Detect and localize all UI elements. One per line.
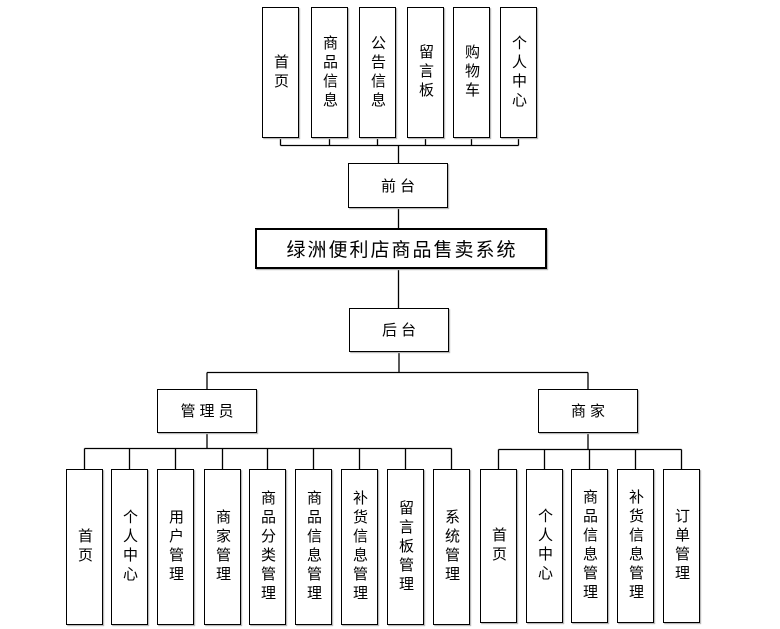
node-admin: 管理员 bbox=[157, 389, 257, 433]
node-root-system: 绿洲便利店商品售卖系统 bbox=[255, 228, 547, 269]
node-merchant-restock-info-mgmt: 补货信息管理 bbox=[617, 469, 654, 623]
node-merchant: 商家 bbox=[538, 389, 638, 433]
front-modules-connector bbox=[279, 138, 520, 163]
node-admin-product-category-mgmt: 商品分类管理 bbox=[249, 469, 286, 625]
node-admin-restock-info-mgmt: 补货信息管理 bbox=[341, 469, 378, 625]
node-merchant-order-mgmt: 订单管理 bbox=[663, 469, 700, 623]
merchant-modules-connector bbox=[497, 433, 683, 469]
node-label: 个人中心 bbox=[510, 34, 528, 111]
node-label: 留言板 bbox=[417, 44, 435, 101]
node-front-product-info: 商品信息 bbox=[311, 7, 348, 138]
node-merchant-product-info-mgmt: 商品信息管理 bbox=[571, 469, 608, 623]
node-label: 补货信息管理 bbox=[351, 490, 369, 604]
node-label: 补货信息管理 bbox=[627, 489, 645, 603]
node-label: 首页 bbox=[490, 527, 508, 565]
node-label: 前台 bbox=[380, 176, 419, 195]
node-admin-user-mgmt: 用户管理 bbox=[157, 469, 194, 625]
system-title: 绿洲便利店商品售卖系统 bbox=[286, 239, 518, 261]
node-label: 个人中心 bbox=[536, 508, 554, 584]
node-label: 商家管理 bbox=[214, 509, 232, 585]
node-label: 系统管理 bbox=[443, 509, 461, 585]
node-admin-personal-center: 个人中心 bbox=[111, 469, 148, 625]
node-front-home: 首页 bbox=[262, 7, 299, 138]
node-merchant-home: 首页 bbox=[480, 469, 517, 623]
node-label: 公告信息 bbox=[369, 34, 387, 111]
node-front-personal-center: 个人中心 bbox=[500, 7, 537, 138]
node-label: 商品信息 bbox=[321, 34, 339, 111]
node-label: 商品信息管理 bbox=[305, 490, 323, 604]
node-admin-message-board-mgmt: 留言板管理 bbox=[387, 469, 424, 625]
node-admin-home: 首页 bbox=[66, 469, 103, 625]
node-admin-merchant-mgmt: 商家管理 bbox=[204, 469, 241, 625]
node-label: 个人中心 bbox=[121, 509, 139, 585]
node-label: 首页 bbox=[76, 528, 94, 566]
node-label: 首页 bbox=[272, 53, 290, 92]
node-front-shopping-cart: 购物车 bbox=[453, 7, 490, 138]
node-label: 后台 bbox=[381, 321, 420, 339]
node-label: 购物车 bbox=[463, 44, 481, 101]
node-label: 管理员 bbox=[180, 402, 238, 420]
node-back: 后台 bbox=[349, 308, 449, 352]
node-front-announcement-info: 公告信息 bbox=[359, 7, 396, 138]
node-front-message-board: 留言板 bbox=[407, 7, 444, 138]
node-label: 商品分类管理 bbox=[259, 490, 277, 604]
node-label: 留言板管理 bbox=[397, 499, 415, 595]
node-admin-product-info-mgmt: 商品信息管理 bbox=[295, 469, 332, 625]
node-front: 前台 bbox=[348, 163, 448, 208]
node-label: 用户管理 bbox=[167, 509, 185, 585]
node-admin-system-mgmt: 系统管理 bbox=[433, 469, 470, 625]
admin-modules-connector bbox=[83, 433, 453, 469]
node-merchant-personal-center: 个人中心 bbox=[526, 469, 563, 623]
node-label: 订单管理 bbox=[673, 508, 691, 584]
node-label: 商家 bbox=[570, 402, 609, 420]
node-label: 商品信息管理 bbox=[581, 489, 599, 603]
